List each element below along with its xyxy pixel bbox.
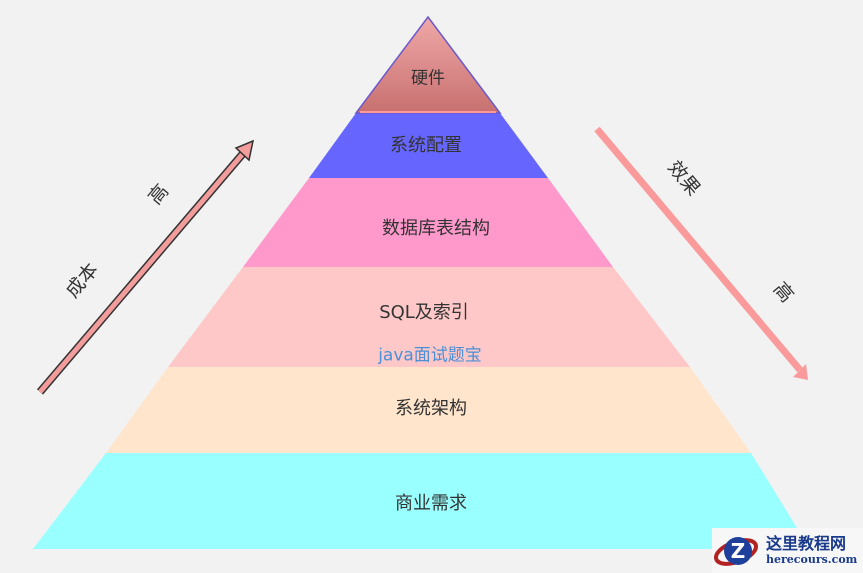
layer-label-business: 商业需求 [395, 493, 467, 514]
logo-name: 这里教程网 [766, 533, 847, 553]
layer-label-sql: SQL及索引 [379, 302, 469, 323]
svg-text:Z: Z [731, 539, 746, 563]
cost-arrow [36, 139, 255, 395]
layer-label-architecture: 系统架构 [395, 398, 467, 419]
layer-architecture [106, 367, 751, 453]
layer-label-config: 系统配置 [390, 135, 462, 156]
z-logo-icon: Z [713, 536, 759, 566]
watermark-text: java面试题宝 [378, 345, 482, 366]
layer-sql [168, 267, 690, 367]
layer-database [243, 178, 613, 267]
effect-arrow [594, 126, 808, 380]
layer-config [309, 113, 548, 178]
logo-domain: herecours.com [766, 552, 858, 566]
layer-label-hardware: 硬件 [411, 68, 445, 89]
site-logo[interactable]: Z 这里教程网 herecours.com [712, 528, 863, 573]
layer-business [33, 453, 810, 549]
layer-label-database: 数据库表结构 [382, 218, 490, 239]
